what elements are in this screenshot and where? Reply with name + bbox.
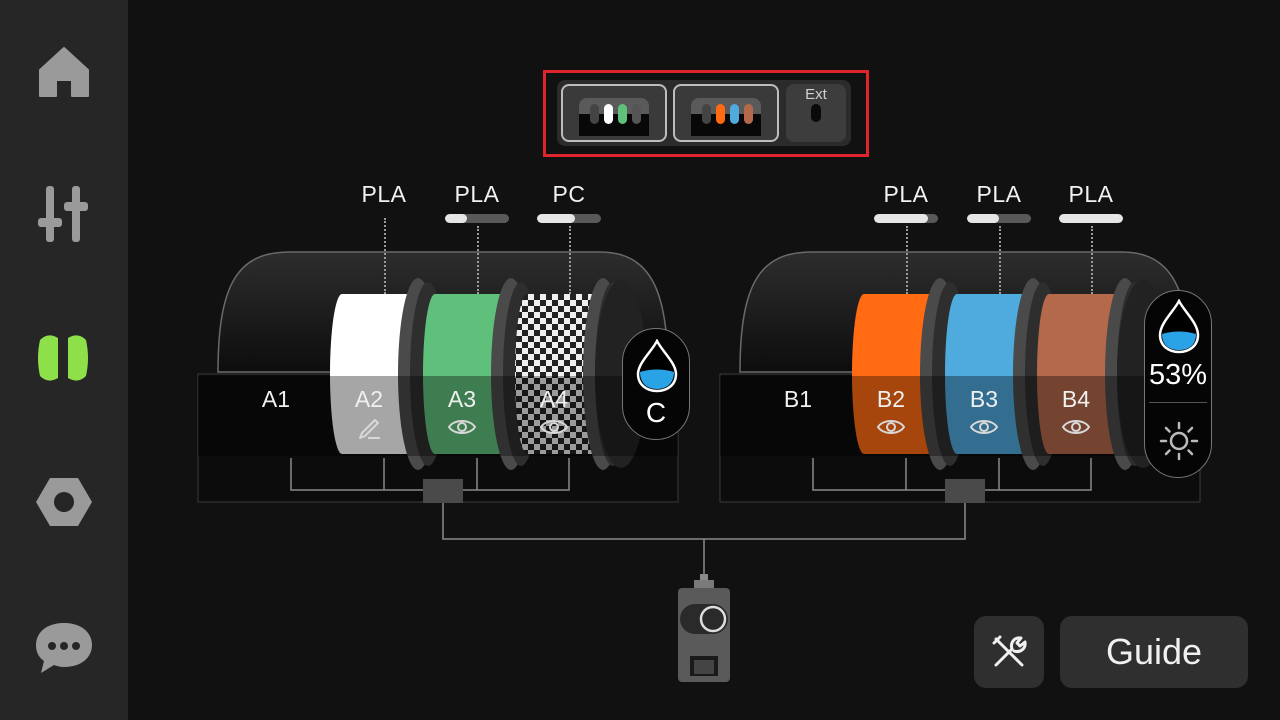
humidity-level: C: [645, 397, 667, 428]
eye-icon[interactable]: [876, 414, 906, 440]
humidity-badge-b[interactable]: 53%: [1144, 290, 1212, 478]
slot-id-b2[interactable]: B2: [876, 386, 906, 412]
slot-id-a4[interactable]: A4: [539, 386, 569, 412]
sidebar-item-filament[interactable]: [0, 298, 128, 418]
slot-leader-line: [906, 226, 908, 294]
ams-b-thumbnail-icon: [691, 98, 761, 136]
edit-icon[interactable]: [354, 414, 384, 440]
ams-a-thumbnail-icon: [579, 98, 649, 136]
remaining-level-bar: [1059, 214, 1123, 223]
slot-id-b4[interactable]: B4: [1061, 386, 1091, 412]
humidity-badge-a[interactable]: C: [622, 328, 690, 440]
ams-tab-a[interactable]: [561, 84, 667, 142]
sidebar: [0, 0, 128, 720]
humidity-percent: 53%: [1148, 359, 1208, 391]
sidebar-item-home[interactable]: [0, 12, 128, 132]
material-label-b3[interactable]: PLA: [976, 181, 1022, 207]
ext-spool-indicator: [811, 104, 821, 122]
eye-icon[interactable]: [539, 414, 569, 440]
water-drop-icon: [636, 339, 678, 393]
eye-icon[interactable]: [969, 414, 999, 440]
ams-selector-highlight: [543, 70, 869, 157]
water-drop-icon: [1158, 299, 1200, 354]
filament-icon: [38, 335, 88, 381]
home-icon: [39, 47, 89, 97]
remaining-level-bar: [445, 214, 509, 223]
ext-label: Ext: [805, 86, 827, 103]
slot-leader-line: [384, 218, 386, 294]
slot-leader-line: [1091, 226, 1093, 294]
material-label-b2[interactable]: PLA: [883, 181, 929, 207]
sliders-icon: [38, 186, 88, 242]
material-label-a3[interactable]: PLA: [454, 181, 500, 207]
eye-icon[interactable]: [1061, 414, 1091, 440]
tools-button[interactable]: [974, 616, 1044, 688]
ams-tab-b[interactable]: [673, 84, 779, 142]
slot-leader-line: [477, 226, 479, 294]
material-label-a2[interactable]: PLA: [361, 181, 407, 207]
ext-spool-tab[interactable]: Ext: [786, 84, 846, 142]
remaining-level-bar: [537, 214, 601, 223]
material-label-b4[interactable]: PLA: [1068, 181, 1114, 207]
slot-id-b3[interactable]: B3: [969, 386, 999, 412]
slot-id-a3[interactable]: A3: [447, 386, 477, 412]
sun-icon: [1159, 421, 1199, 461]
chat-icon: [36, 623, 92, 673]
remaining-level-bar: [874, 214, 938, 223]
sidebar-item-controls[interactable]: [0, 154, 128, 274]
eye-icon[interactable]: [447, 414, 477, 440]
material-label-a4[interactable]: PC: [552, 181, 586, 207]
slot-id-a2[interactable]: A2: [354, 386, 384, 412]
badge-divider: [1149, 402, 1207, 403]
sidebar-item-messages[interactable]: [0, 588, 128, 708]
hex-nut-icon: [36, 478, 92, 526]
slot-id-b1[interactable]: B1: [783, 386, 813, 412]
tools-icon: [992, 635, 1027, 667]
slot-id-a1[interactable]: A1: [261, 386, 291, 412]
remaining-level-bar: [967, 214, 1031, 223]
guide-button[interactable]: Guide: [1060, 616, 1248, 688]
slot-leader-line: [999, 226, 1001, 294]
slot-leader-line: [569, 226, 571, 294]
sidebar-item-settings[interactable]: [0, 442, 128, 562]
